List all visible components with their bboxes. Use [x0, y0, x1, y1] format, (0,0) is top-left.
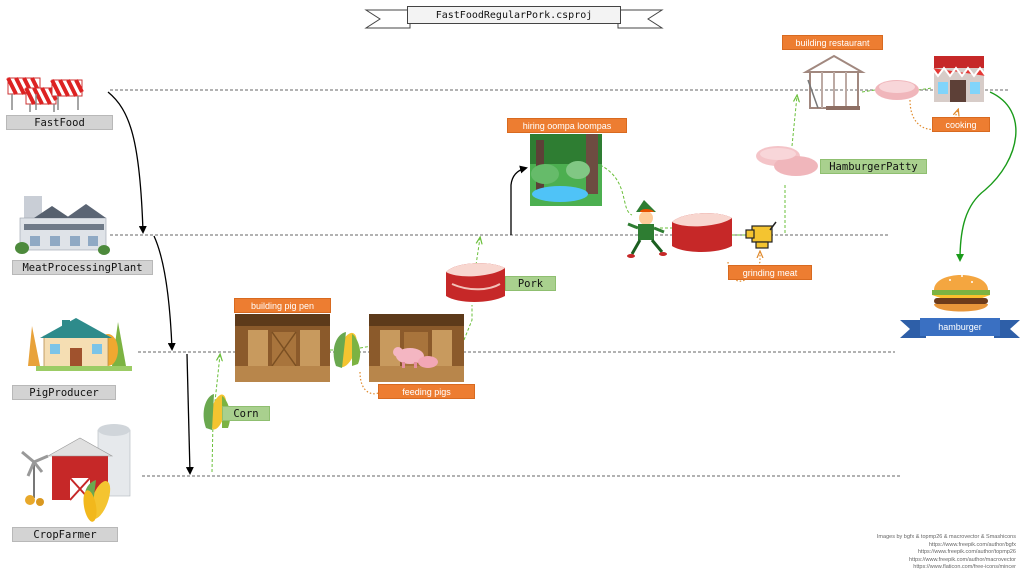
activity-label-building-restaurant: building restaurant: [782, 35, 883, 50]
barn-icon: [369, 314, 464, 382]
lane-label-cropfarmer: CropFarmer: [12, 527, 118, 542]
meat-grinder-icon: [745, 221, 777, 249]
product-label-pork: Pork: [505, 276, 556, 291]
activity-label-grinding-meat: grinding meat: [728, 265, 812, 280]
forest-icon: [530, 134, 602, 206]
activity-label-building-pig-pen: building pig pen: [234, 298, 331, 313]
loop-feeding: [359, 371, 381, 395]
shop-icon: [931, 56, 987, 102]
farm-icon: [21, 424, 131, 522]
factory-icon: [15, 196, 110, 255]
credit-line: Images by bgfx & topmp26 & macrovector &…: [876, 534, 1016, 540]
corn-icon: [333, 332, 361, 368]
activity-label-cooking: cooking: [932, 117, 990, 132]
credit-line: https://www.freepik.com/author/topmp26: [917, 549, 1016, 556]
arrow-fastfood-to-meat: [107, 91, 147, 234]
product-label-corn: Corn: [222, 406, 270, 421]
flow-patty-to-restaurant: [791, 96, 797, 147]
product-label-hamburger: hamburger: [938, 322, 982, 332]
credit-line: https://www.freepik.com/author/bgfx: [928, 541, 1016, 548]
credit-line: https://www.flaticon.com/free-icons/minc…: [913, 564, 1016, 571]
lane-label-fastfood: FastFood: [6, 115, 113, 130]
house-icon: [28, 318, 132, 371]
title-ribbon: [364, 9, 664, 29]
arrow-meat-to-pig: [153, 235, 176, 351]
flow-forest-to-elf: [599, 164, 633, 216]
restaurant-frame-icon: [802, 54, 866, 110]
arrow-pig-to-crop: [185, 353, 194, 475]
image-credits: Images by bgfx & topmp26 & macrovector &…: [776, 534, 1016, 572]
activity-label-feeding-pigs: feeding pigs: [378, 384, 475, 399]
arrow-to-hiring: [510, 165, 528, 235]
patty-icon: [756, 146, 818, 176]
pork-icon: [446, 263, 505, 302]
activity-label-hiring-oompa-loompas: hiring oompa loompas: [507, 118, 627, 133]
burger-icon: [932, 275, 990, 312]
lane-label-pigproducer: PigProducer: [12, 385, 116, 400]
page-title: FastFoodRegularPork.csproj: [407, 6, 621, 24]
flow-barn-to-pork: [463, 305, 473, 341]
barn-icon: [235, 314, 330, 382]
pork-icon: [672, 213, 732, 252]
patty-icon: [875, 80, 919, 100]
product-label-hamburgerpatty: HamburgerPatty: [820, 159, 927, 174]
elf-icon: [627, 200, 667, 258]
lane-label-meatprocessingplant: MeatProcessingPlant: [12, 260, 153, 275]
hamburger-banner: [900, 318, 1020, 338]
flow-patty-to-shop: [917, 87, 933, 91]
credit-line: https://www.freepik.com/author/macrovect…: [909, 556, 1016, 563]
flow-pork-up: [475, 238, 480, 266]
pig-icon: [393, 347, 438, 368]
flow-restaurant-to-patty: [861, 89, 876, 93]
arrow-restaurant-to-hamburger: [956, 91, 1017, 262]
roadblock-icon: [6, 77, 84, 112]
